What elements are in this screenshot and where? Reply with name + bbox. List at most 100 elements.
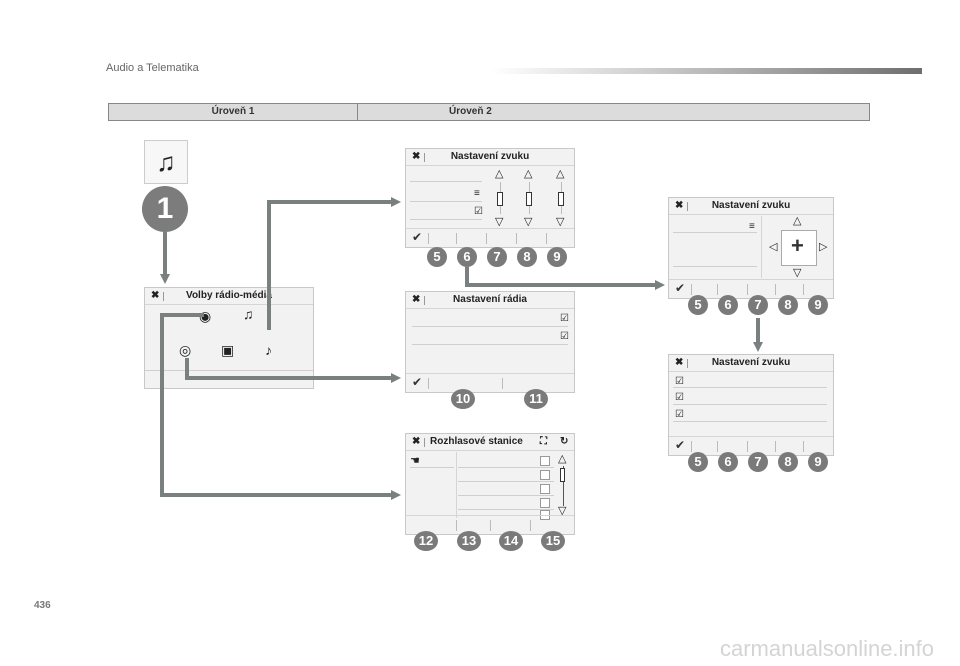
row-line xyxy=(458,495,554,496)
divider xyxy=(490,520,491,531)
scrollbar-track[interactable] xyxy=(563,466,564,506)
callout-number: 7 xyxy=(748,295,768,315)
panel-title: Nastavení zvuku xyxy=(711,200,791,211)
favorite-checkbox[interactable] xyxy=(540,470,550,480)
panel-title: Nastavení rádia xyxy=(453,294,527,305)
down-arrow-icon[interactable]: ▽ xyxy=(524,216,533,228)
close-icon[interactable]: ✖ xyxy=(412,436,421,447)
row-line xyxy=(673,266,757,267)
arrow-head-right xyxy=(391,490,401,500)
arrow-head-right xyxy=(391,373,401,383)
down-arrow-icon[interactable]: ▽ xyxy=(495,216,504,228)
panel-rozhlasove-stanice: ✖ Rozhlasové stanice ⛶ ↻ ☚ △ ▽ xyxy=(405,433,575,535)
panel-title-bar: ✖ Volby rádio-média xyxy=(145,288,313,305)
panel-title-bar: ✖ Nastavení zvuku xyxy=(406,149,574,166)
panel-footer xyxy=(406,515,574,534)
checkbox-icon[interactable]: ☑ xyxy=(474,206,483,217)
slider-handle[interactable] xyxy=(558,192,564,206)
up-arrow-icon[interactable]: △ xyxy=(524,168,533,180)
music-media-icon[interactable]: ♫ xyxy=(243,306,254,322)
level-2-label: Úroveň 2 xyxy=(449,106,492,117)
close-icon[interactable]: ✖ xyxy=(151,290,160,301)
down-arrow-icon[interactable]: ▽ xyxy=(793,267,802,279)
page-number: 436 xyxy=(34,600,51,611)
divider xyxy=(424,153,425,162)
divider xyxy=(687,359,688,368)
scroll-down-icon[interactable]: ▽ xyxy=(558,505,567,517)
scrollbar-thumb[interactable] xyxy=(560,468,565,482)
header-rule xyxy=(490,68,922,74)
balance-crosshair-icon[interactable]: + xyxy=(791,233,804,258)
connector-line xyxy=(160,313,204,317)
balance-pad[interactable] xyxy=(781,230,817,266)
down-arrow-icon[interactable]: ▽ xyxy=(556,216,565,228)
confirm-icon[interactable]: ✔ xyxy=(412,230,423,244)
section-title: Audio a Telematika xyxy=(106,62,199,74)
right-arrow-icon[interactable]: ▷ xyxy=(819,241,828,253)
close-icon[interactable]: ✖ xyxy=(412,294,421,305)
divider xyxy=(424,296,425,305)
music-note-glyph: ♫ xyxy=(156,147,176,177)
pointer-hand-icon[interactable]: ☚ xyxy=(410,455,420,467)
row-line xyxy=(458,467,554,468)
up-arrow-icon[interactable]: △ xyxy=(556,168,565,180)
row-line xyxy=(458,509,554,510)
callout-number: 9 xyxy=(808,295,828,315)
arrow-head-right xyxy=(391,197,401,207)
refresh-icon[interactable]: ↻ xyxy=(560,436,569,447)
panel-nastaveni-zvuku-balance: ✖ Nastavení zvuku ≡ △ + ◁ ▷ ▽ ✔ xyxy=(668,197,834,299)
callout-number: 14 xyxy=(499,531,523,551)
station-list-icon[interactable]: ⛶ xyxy=(540,436,547,447)
callout-number: 9 xyxy=(547,247,567,267)
connector-line xyxy=(267,200,391,204)
contact-icon[interactable]: ▣ xyxy=(221,342,235,358)
panel-footer: ✔ xyxy=(669,436,833,455)
divider xyxy=(747,441,748,452)
connector-line xyxy=(160,313,164,497)
checkbox-icon[interactable]: ☑ xyxy=(675,376,684,387)
checkbox-icon[interactable]: ☑ xyxy=(560,313,569,324)
divider xyxy=(775,284,776,295)
favorite-checkbox[interactable] xyxy=(540,456,550,466)
up-arrow-icon[interactable]: △ xyxy=(793,215,802,227)
checkbox-icon[interactable]: ☑ xyxy=(675,392,684,403)
close-icon[interactable]: ✖ xyxy=(675,357,684,368)
connector-line xyxy=(185,376,391,380)
favorite-checkbox[interactable] xyxy=(540,484,550,494)
panel-footer-line xyxy=(145,370,313,371)
confirm-icon[interactable]: ✔ xyxy=(412,375,423,389)
music-alt-icon[interactable]: ♪ xyxy=(265,342,272,358)
close-icon[interactable]: ✖ xyxy=(675,200,684,211)
music-note-icon[interactable]: ♫ xyxy=(144,140,188,184)
confirm-icon[interactable]: ✔ xyxy=(675,281,686,295)
level-header-bar: Úroveň 1 Úroveň 2 xyxy=(108,103,870,121)
divider xyxy=(163,292,164,301)
row-line xyxy=(673,387,827,388)
panel-nastaveni-radia: ✖ Nastavení rádia ☑ ☑ ✔ xyxy=(405,291,575,393)
panel-footer: ✔ xyxy=(669,279,833,298)
connector-line xyxy=(160,493,391,497)
slider-handle[interactable] xyxy=(497,192,503,206)
callout-number: 7 xyxy=(748,452,768,472)
radio-alt-icon[interactable]: ◎ xyxy=(179,342,192,358)
left-arrow-icon[interactable]: ◁ xyxy=(769,241,778,253)
row-line xyxy=(410,219,482,220)
checkbox-icon[interactable]: ☑ xyxy=(560,331,569,342)
list-icon[interactable]: ≡ xyxy=(474,188,480,199)
level-1-label: Úroveň 1 xyxy=(109,104,358,120)
divider xyxy=(428,378,429,389)
panel-nastaveni-zvuku-equalizer: ✖ Nastavení zvuku ≡ ☑ △ △ △ ▽ ▽ ▽ ✔ xyxy=(405,148,575,248)
close-icon[interactable]: ✖ xyxy=(412,151,421,162)
watermark: carmanualsonline.info xyxy=(720,636,935,661)
up-arrow-icon[interactable]: △ xyxy=(495,168,504,180)
scroll-up-icon[interactable]: △ xyxy=(558,453,567,465)
divider xyxy=(456,233,457,244)
slider-handle[interactable] xyxy=(526,192,532,206)
row-line xyxy=(410,467,454,468)
row-line xyxy=(412,326,568,327)
checkbox-icon[interactable]: ☑ xyxy=(675,409,684,420)
confirm-icon[interactable]: ✔ xyxy=(675,438,686,452)
radio-icon[interactable]: ◉ xyxy=(199,308,212,324)
favorite-checkbox[interactable] xyxy=(540,498,550,508)
list-icon[interactable]: ≡ xyxy=(749,221,755,232)
